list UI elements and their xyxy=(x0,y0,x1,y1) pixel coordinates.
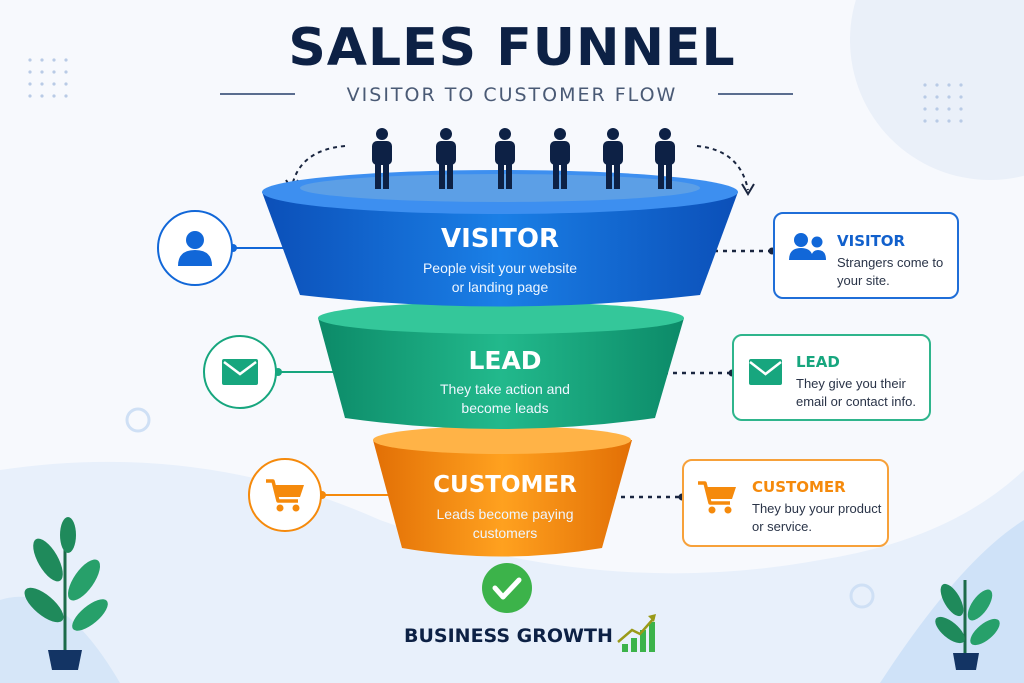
card-line: They give you their xyxy=(796,376,906,391)
plant-left-icon xyxy=(24,517,108,670)
stage-desc-visitor: People visit your website or landing page xyxy=(380,259,620,297)
lead-circle xyxy=(203,335,277,409)
cart-icon xyxy=(266,479,304,512)
card-line: or service. xyxy=(752,519,812,534)
card-desc: They buy your product or service. xyxy=(752,500,881,536)
stage-desc-customer: Leads become paying customers xyxy=(385,505,625,543)
stage-title-lead: LEAD xyxy=(468,346,542,375)
stage-title-visitor: VISITOR xyxy=(440,224,560,254)
card-desc: They give you their email or contact info… xyxy=(796,375,916,411)
card-line: Strangers come to xyxy=(837,255,944,270)
user-icon xyxy=(178,231,212,266)
cart-icon xyxy=(698,481,736,514)
desc-line: or landing page xyxy=(451,279,549,295)
stage-title-customer: CUSTOMER xyxy=(433,472,577,498)
envelope-icon xyxy=(749,359,782,385)
funnel-customer-layer xyxy=(373,426,632,557)
business-growth-label: BUSINESS GROWTH xyxy=(404,625,613,647)
envelope-icon xyxy=(222,359,258,385)
desc-line: People visit your website xyxy=(422,260,578,276)
desc-line: become leads xyxy=(461,400,549,416)
plant-right-icon xyxy=(935,580,1000,670)
card-title: VISITOR xyxy=(837,232,906,250)
page-title: SALES FUNNEL xyxy=(288,18,736,78)
card-title: CUSTOMER xyxy=(752,478,846,496)
desc-line: Leads become paying xyxy=(436,506,574,522)
people-icons xyxy=(372,128,675,189)
card-desc: Strangers come to your site. xyxy=(837,254,943,290)
funnel-lead-layer xyxy=(318,302,684,429)
card-line: They buy your product xyxy=(752,501,882,516)
lead-info-card: LEAD They give you their email or contact… xyxy=(732,334,931,421)
card-line: your site. xyxy=(837,273,890,288)
visitor-circle xyxy=(157,210,233,286)
check-icon xyxy=(482,563,532,613)
card-title: LEAD xyxy=(796,353,840,371)
dot-grid-right xyxy=(923,83,963,123)
desc-line: They take action and xyxy=(440,381,570,397)
customer-info-card: CUSTOMER They buy your product or service… xyxy=(682,459,889,547)
card-line: email or contact info. xyxy=(796,394,916,409)
users-icon xyxy=(789,233,826,260)
customer-circle xyxy=(248,458,322,532)
desc-line: customers xyxy=(472,525,538,541)
growth-chart-icon xyxy=(617,614,656,652)
page-subtitle: VISITOR TO CUSTOMER FLOW xyxy=(346,84,678,106)
stage-desc-lead: They take action and become leads xyxy=(385,380,625,418)
visitor-info-card: VISITOR Strangers come to your site. xyxy=(773,212,959,299)
dot-grid-left xyxy=(28,58,68,98)
